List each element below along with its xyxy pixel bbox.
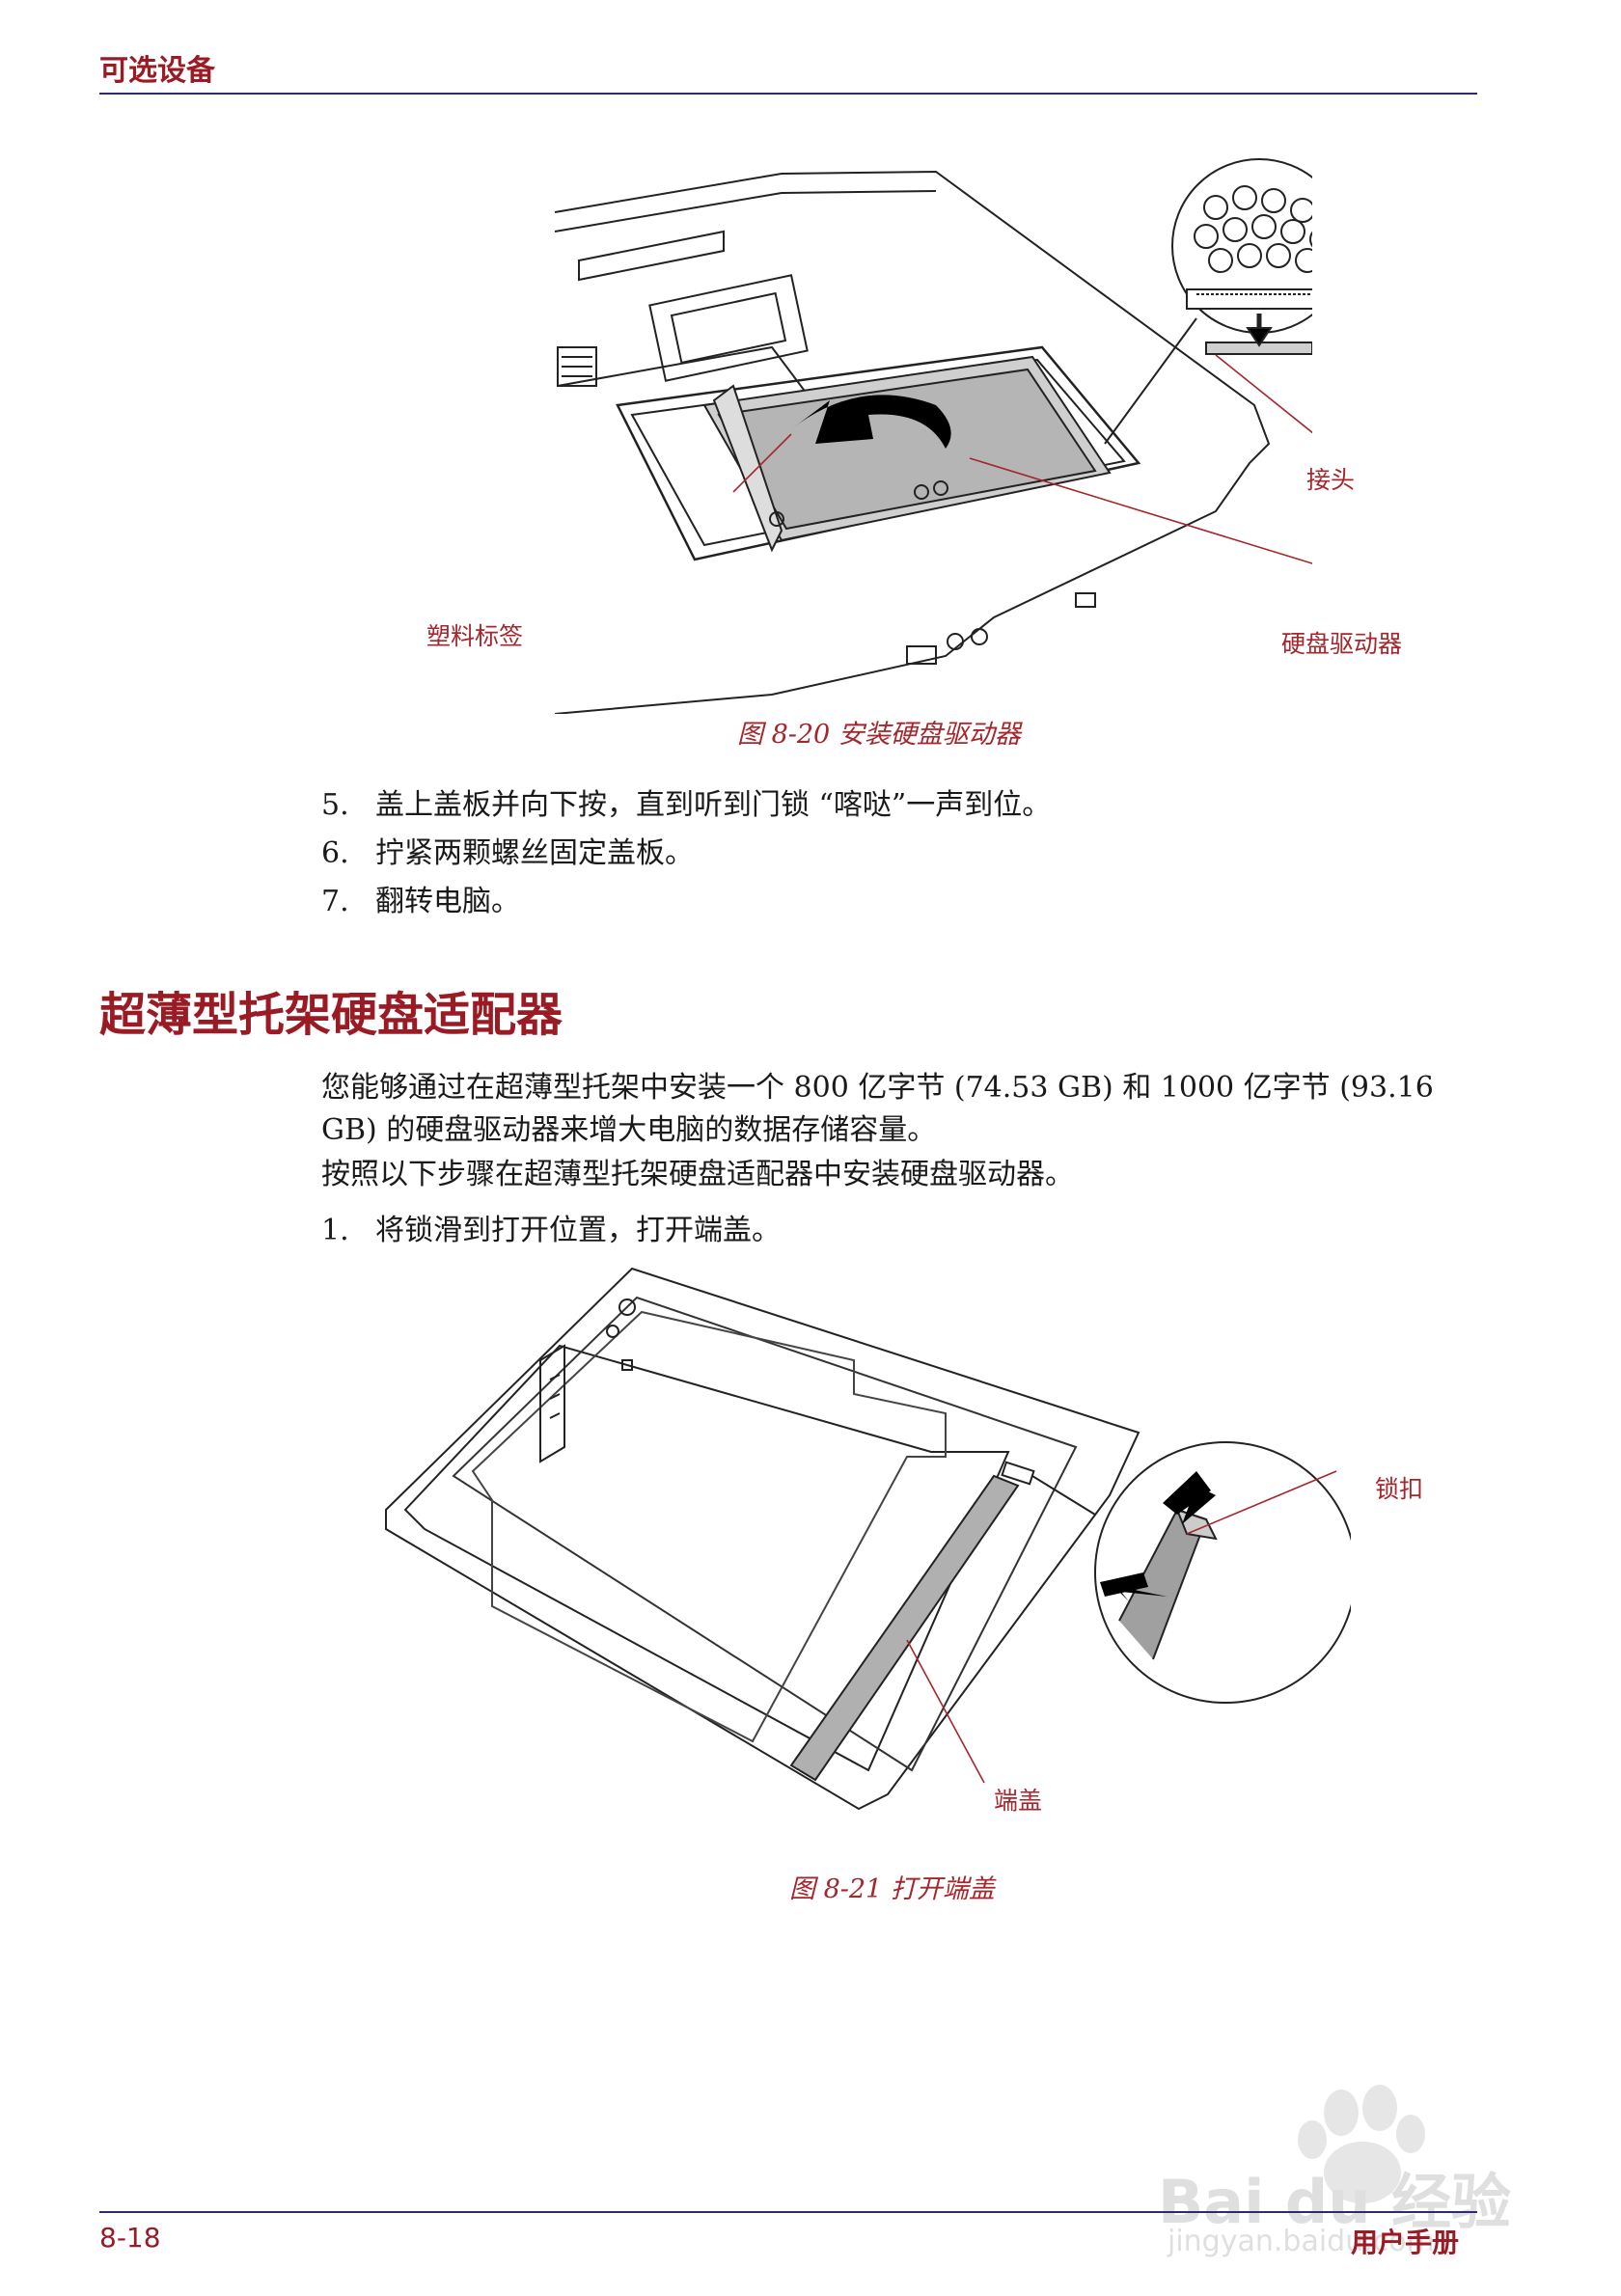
baidu-watermark: Bai du 经验 jingyan.baidu.com <box>1158 2064 1563 2258</box>
footer-rule <box>99 2211 1477 2213</box>
callout-connector: 接头 <box>1306 466 1356 494</box>
list-item: 7. 翻转电脑。 <box>321 877 520 919</box>
step-number: 1. <box>321 1214 349 1247</box>
step-number: 6. <box>321 836 349 870</box>
page-header-title: 可选设备 <box>99 54 215 88</box>
callout-plastic-tab: 塑料标签 <box>426 622 524 650</box>
section-heading: 超薄型托架硬盘适配器 <box>99 988 563 1042</box>
list-item: 1. 将锁滑到打开位置，打开端盖。 <box>321 1206 781 1248</box>
step-text: 盖上盖板并向下按，直到听到门锁 “喀哒”一声到位。 <box>375 788 1052 822</box>
figure-caption-8-20: 图 8-20 安装硬盘驱动器 <box>737 720 1021 750</box>
callout-hard-drive: 硬盘驱动器 <box>1281 630 1403 658</box>
figure-install-hdd <box>554 158 1312 714</box>
callout-end-cap: 端盖 <box>994 1787 1043 1815</box>
page-number: 8-18 <box>99 2222 161 2254</box>
header-rule <box>99 93 1477 95</box>
step-text: 翻转电脑。 <box>375 885 520 918</box>
section-paragraph-2: 按照以下步骤在超薄型托架硬盘适配器中安装硬盘驱动器。 <box>321 1158 1074 1191</box>
watermark-brand: Bai du 经验 <box>1158 2167 1512 2237</box>
step-text: 拧紧两颗螺丝固定盖板。 <box>375 836 694 870</box>
step-number: 5. <box>321 788 349 822</box>
step-number: 7. <box>321 885 349 918</box>
step-text: 将锁滑到打开位置，打开端盖。 <box>375 1214 781 1247</box>
section-paragraph: 您能够通过在超薄型托架中安装一个 800 亿字节 (74.53 GB) 和 10… <box>321 1071 1434 1147</box>
list-item: 6. 拧紧两颗螺丝固定盖板。 <box>321 829 694 871</box>
figure-open-end-cap <box>385 1267 1351 1811</box>
list-item: 5. 盖上盖板并向下按，直到听到门锁 “喀哒”一声到位。 <box>321 780 1051 823</box>
footer-title: 用户手册 <box>1351 2227 1460 2258</box>
paw-logo-icon <box>1298 2085 1425 2203</box>
callout-latch: 锁扣 <box>1375 1475 1424 1503</box>
watermark-url: jingyan.baidu.com <box>1168 2225 1435 2258</box>
figure-caption-8-21: 图 8-21 打开端盖 <box>789 1874 995 1904</box>
